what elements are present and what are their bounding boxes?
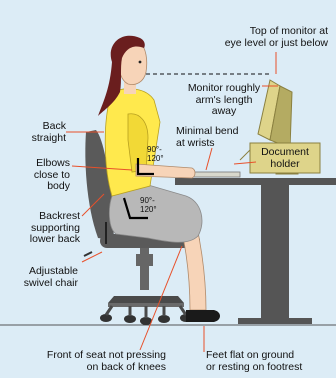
- label-line: Backrest: [4, 211, 80, 223]
- label-line: body: [4, 181, 70, 193]
- chair-base: [108, 296, 184, 303]
- label-line: on back of knees: [4, 362, 166, 374]
- label-line: Minimal bend: [176, 126, 238, 138]
- label-document-holder: Document holder: [252, 147, 318, 170]
- label-line: Feet flat on ground: [206, 350, 302, 362]
- hip-angle-label: 90°- 120°: [140, 197, 157, 214]
- angle-line: 120°: [140, 206, 157, 215]
- label-feet-flat: Feet flat on ground or resting on footre…: [206, 350, 302, 373]
- label-backrest: Backrest supporting lower back: [4, 211, 80, 246]
- label-line: away: [180, 106, 268, 118]
- label-minimal-bend: Minimal bend at wrists: [176, 126, 238, 149]
- label-line: eye level or just below: [178, 38, 328, 50]
- label-line: Front of seat not pressing: [4, 350, 166, 362]
- label-line: holder: [252, 159, 318, 171]
- shoe: [186, 310, 220, 322]
- label-elbows-close: Elbows close to body: [4, 158, 70, 193]
- label-swivel-chair: Adjustable swivel chair: [4, 266, 78, 289]
- label-line: Adjustable: [4, 266, 78, 278]
- angle-line: 120°: [147, 155, 164, 164]
- label-line: or resting on footrest: [206, 362, 302, 374]
- desk-top: [175, 178, 336, 185]
- label-line: lower back: [4, 234, 80, 246]
- label-line: straight: [4, 133, 66, 145]
- label-line: Monitor roughly: [180, 83, 268, 95]
- desk-leg: [261, 185, 289, 319]
- label-line: Elbows: [4, 158, 70, 170]
- desk-foot: [238, 318, 312, 324]
- label-front-of-seat: Front of seat not pressing on back of kn…: [4, 350, 166, 373]
- label-monitor-arms-length: Monitor roughly arm's length away: [180, 83, 268, 118]
- eye: [139, 61, 142, 64]
- label-line: swivel chair: [4, 278, 78, 290]
- elbow-angle-label: 90°- 120°: [147, 146, 164, 163]
- label-top-of-monitor: Top of monitor at eye level or just belo…: [178, 26, 328, 49]
- label-line: at wrists: [176, 138, 238, 150]
- keyboard: [190, 172, 240, 177]
- label-line: Back: [4, 121, 66, 133]
- label-back-straight: Back straight: [4, 121, 66, 144]
- chair-column-collar: [136, 254, 153, 266]
- label-line: Top of monitor at: [178, 26, 328, 38]
- label-line: Document: [252, 147, 318, 159]
